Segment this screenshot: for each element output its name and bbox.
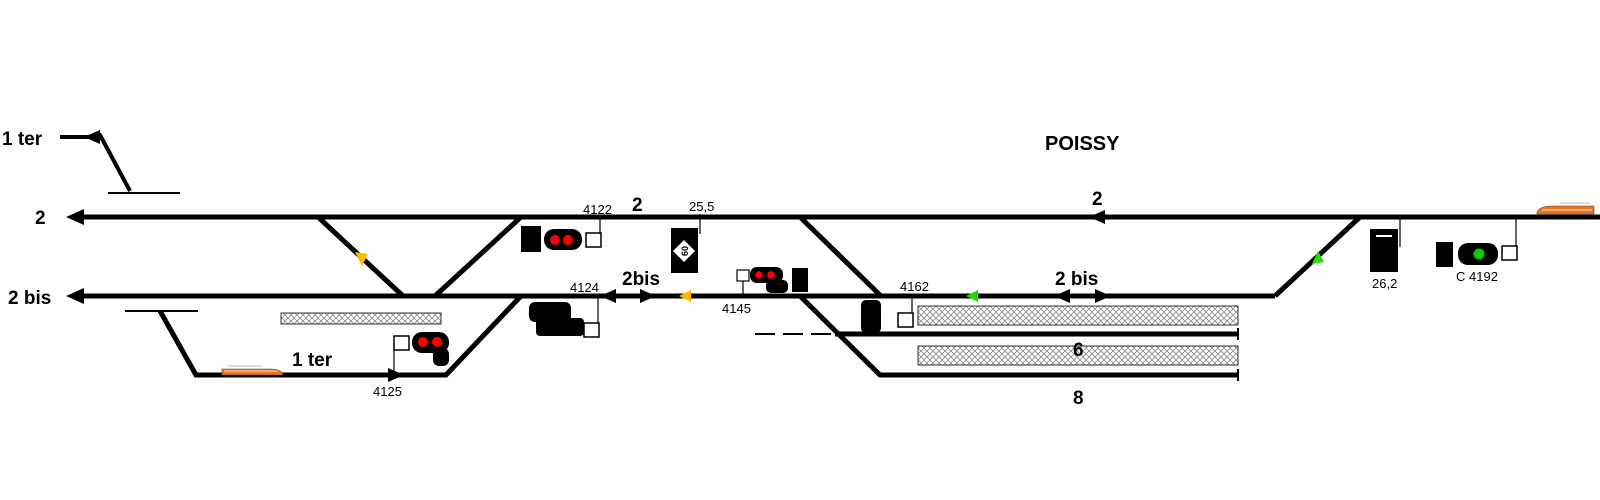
signal-light-red [755, 271, 763, 279]
signal-4124: ★ ★ 4124 [527, 280, 600, 338]
label-track-8: 8 [1073, 388, 1084, 409]
signal-number: 4162 [900, 279, 929, 294]
signal-4162: ★ ★ 4162 [861, 279, 929, 335]
arrow-icon [84, 130, 100, 144]
signal-number: 4145 [722, 301, 751, 316]
km-board-26-2: 26,2 [1370, 217, 1401, 291]
nf-plate-icon [1501, 245, 1518, 261]
nf-plate-icon [583, 322, 600, 338]
label-track-6: 6 [1073, 340, 1084, 361]
speed-limit: 90 [1440, 248, 1452, 260]
signal-4145: 4145 [722, 267, 808, 316]
arrow-icon [355, 252, 368, 266]
signal-light-red [432, 337, 442, 347]
arrow-icon [66, 209, 84, 225]
platform-left [280, 312, 442, 325]
signal-4122: 4122 [521, 202, 612, 252]
crossover-b [433, 215, 523, 298]
nf-plate-icon [585, 232, 602, 248]
star-icon: ★ [543, 308, 557, 325]
signal-plate [521, 226, 541, 252]
track-1ter-top [60, 132, 132, 192]
signal-icon [861, 300, 881, 333]
signal-plate [792, 268, 808, 292]
label-2-left: 2 [35, 208, 46, 229]
km-marker: 26,2 [1372, 276, 1397, 291]
signal-number: 4122 [583, 202, 612, 217]
arrow-icon [640, 289, 656, 303]
signal-number: C 4192 [1456, 269, 1498, 284]
label-1ter-loop: 1 ter [292, 350, 333, 371]
signal-number: 4124 [570, 280, 599, 295]
star-icon: ★ [862, 302, 875, 319]
nf-plate-icon [736, 269, 750, 282]
train-icon [221, 365, 284, 376]
signal-icon [433, 348, 449, 366]
label-2bis-left: 2 bis [8, 288, 51, 309]
track-labels: 1 ter 2 2 bis 2 2bis 2 2 bis 1 ter 6 8 P… [2, 129, 1120, 409]
signal-icon [766, 280, 788, 293]
nf-plate-icon [393, 335, 410, 351]
signal-light-red [767, 271, 775, 279]
arrow-icon [679, 290, 691, 302]
station-name: POISSY [1045, 133, 1120, 155]
km-marker: 25,5 [689, 199, 714, 214]
star-icon: ★ [527, 308, 541, 325]
arrow-icon [1089, 210, 1105, 224]
signal-light-red [550, 235, 560, 245]
signal-icon [544, 229, 582, 250]
signal-4125: 4125 [373, 332, 449, 399]
arrow-icon [600, 289, 616, 303]
track-8 [798, 294, 1238, 378]
signal-number: 4125 [373, 384, 402, 399]
signal-icon [750, 267, 783, 283]
speed-diamond [673, 240, 695, 262]
star-icon: ★ [862, 318, 875, 335]
platform-right-2 [917, 345, 1239, 366]
label-1ter-left: 1 ter [2, 129, 43, 150]
arrow-icon [1054, 289, 1070, 303]
signal-c4192: 90 C 4192 [1436, 217, 1518, 284]
signal-icon [529, 302, 571, 322]
label-2-mid: 2 [632, 195, 643, 216]
arrow-icon [966, 290, 978, 302]
km-board-25-5: 60 25,5 [671, 199, 714, 273]
label-2-right: 2 [1092, 189, 1103, 210]
arrow-icon [1095, 289, 1111, 303]
signal-icon [412, 332, 449, 353]
signal-icon [536, 318, 584, 336]
nf-plate-icon [897, 312, 914, 328]
tracks [60, 132, 1600, 381]
arrow-icon [1312, 251, 1324, 264]
speed-board-icon [1436, 242, 1453, 267]
platform-right-1 [917, 305, 1239, 326]
crossover-c [798, 215, 883, 298]
label-2bis-mid: 2bis [622, 269, 660, 290]
signal-light-green [1473, 248, 1485, 260]
speed-limit: 60 [680, 246, 690, 256]
arrow-icon [66, 288, 84, 304]
signal-light-red [563, 235, 573, 245]
train-icon [1536, 202, 1595, 215]
arrow-icon [388, 368, 404, 382]
track-1ter-loop [157, 294, 523, 378]
label-2bis-right: 2 bis [1055, 269, 1098, 290]
arrows [66, 130, 1324, 382]
signal-light-red [418, 337, 428, 347]
